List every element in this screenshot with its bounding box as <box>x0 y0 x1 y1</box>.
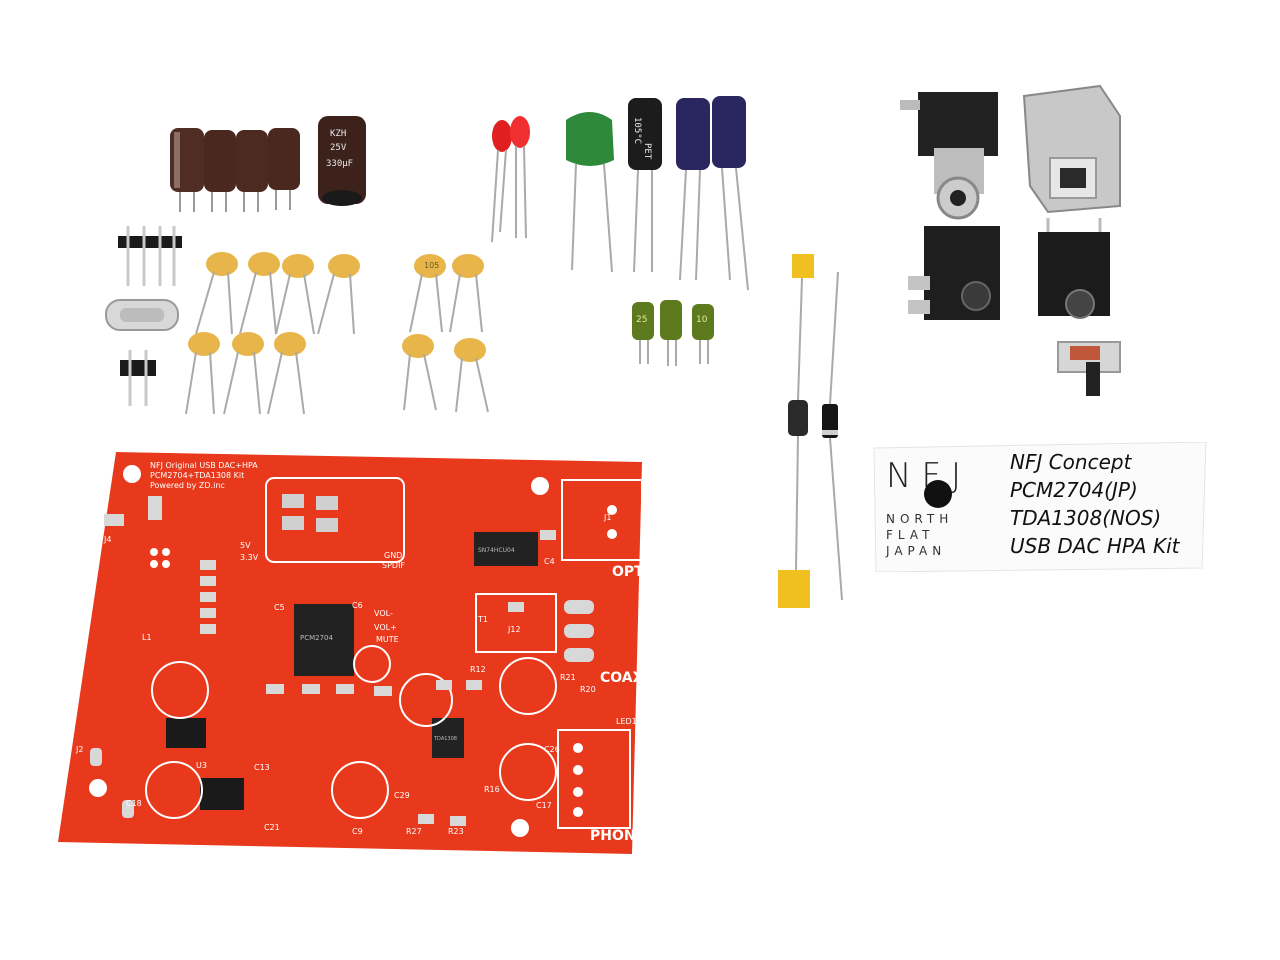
pin-headers <box>118 226 182 406</box>
pcb-label-c6: C6 <box>352 601 363 610</box>
logo-sub-japan: JAPAN <box>886 544 947 558</box>
coax-rca-jack <box>900 92 998 220</box>
pcm2704-chip: PCM2704 <box>294 604 354 676</box>
nfj-label-card: NFJ NORTH FLAT JAPAN NFJ Concept PCM2704… <box>872 442 1208 572</box>
audio-grade-capacitors: 105°C PET <box>628 96 749 291</box>
pcb-label-vol-minus: VOL- <box>374 609 393 618</box>
pcb-label-r20: R20 <box>580 685 596 694</box>
pcb-label-c29: C29 <box>394 791 410 800</box>
pcb-label-l1: L1 <box>142 633 152 642</box>
card-line-concept: NFJ Concept <box>1010 450 1132 474</box>
pcb-label-led1: LED1 <box>616 717 637 726</box>
brown-electrolytic-capacitors: KZH 25V 330μF <box>170 116 366 212</box>
pcb-label-c5: C5 <box>274 603 285 612</box>
logo-sub-north: NORTH <box>886 512 954 526</box>
green-film-capacitor <box>566 112 614 273</box>
pcb-label-j2: J2 <box>75 745 83 754</box>
pcb-label-c9: C9 <box>352 827 363 836</box>
cap-temp-text: 105°C <box>632 117 642 144</box>
pcb-label-mute: MUTE <box>376 635 399 644</box>
diode-and-ferrite-bead <box>778 254 843 608</box>
inverter-chip: SN74HCU04 <box>474 532 538 566</box>
cap-series-text: KZH <box>330 129 346 139</box>
pcb-label-vol-plus: VOL+ <box>374 623 397 632</box>
connectors <box>900 84 1121 396</box>
pcb-label-c21: C21 <box>264 823 280 832</box>
pcb-label-3v3: 3.3V <box>240 553 259 562</box>
pcb-label-c17: C17 <box>536 801 552 810</box>
inverter-ic-marking: SN74HCU04 <box>478 547 515 554</box>
pcb-label-r21: R21 <box>560 673 576 682</box>
pcb-label-t1: T1 <box>477 615 488 624</box>
pcb-label-coax: COAX <box>600 670 644 686</box>
pcb-label-r12: R12 <box>470 665 486 674</box>
phone-jack <box>1038 218 1110 319</box>
pcb-label-c18: C18 <box>126 799 142 808</box>
pcb-label-phone: PHONE <box>590 828 645 844</box>
cap-value-text: 330μF <box>326 159 353 169</box>
pcb-label-j12: J12 <box>507 625 521 634</box>
cap-marking-text: PET <box>642 143 652 160</box>
pcb-title-line2: PCM2704+TDA1308 Kit <box>150 471 244 480</box>
pcb-label-j1: J1 <box>603 513 611 522</box>
card-line-tda: TDA1308(NOS) <box>1010 506 1162 530</box>
main-ic-marking: PCM2704 <box>300 634 334 642</box>
logo-sub-flat: FLAT <box>886 528 935 542</box>
pcb-board: NFJ Original USB DAC+HPA PCM2704+TDA1308… <box>58 452 645 854</box>
pcb-title-line1: NFJ Original USB DAC+HPA <box>150 461 258 470</box>
tda1308-chip: TDA1308 <box>432 718 464 758</box>
red-leds <box>491 116 530 243</box>
pcb-label-opt: OPT <box>612 564 644 580</box>
pcb-label-r23: R23 <box>448 827 464 836</box>
tiny-cap-value: 25 <box>636 315 647 325</box>
card-line-kit: USB DAC HPA Kit <box>1010 534 1180 558</box>
ceramic-capacitors <box>185 252 489 415</box>
slide-switch <box>1057 341 1121 396</box>
label-card-background <box>873 442 1207 572</box>
pcb-label-r16: R16 <box>484 785 500 794</box>
ceramic-cap-marking: 105 <box>424 261 439 270</box>
pcb-label-gnd: GND <box>384 551 402 560</box>
dc-power-jack <box>908 226 1000 320</box>
tiny-cap-value2: 10 <box>696 315 708 325</box>
small-green-capacitors: 25 10 <box>632 300 714 366</box>
pcb-label-u3: U3 <box>196 761 207 770</box>
crystal-oscillator <box>105 299 179 331</box>
pcb-label-c4: C4 <box>544 557 555 566</box>
amp-ic-marking: TDA1308 <box>433 736 457 742</box>
pcb-label-c13: C13 <box>254 763 270 772</box>
pcb-label-j4: J4 <box>103 535 111 544</box>
large-330uf-capacitor: KZH 25V 330μF <box>318 116 366 206</box>
pcb-title-line3: Powered by ZD.inc <box>150 481 225 490</box>
pcb-label-c26: C26 <box>544 745 560 754</box>
pcb-label-spdif: SPDIF <box>382 561 405 570</box>
pcb-label-5v: 5V <box>240 541 251 550</box>
card-line-pcm: PCM2704(JP) <box>1010 478 1138 502</box>
usb-b-connector <box>1022 84 1121 214</box>
pcb-label-r27: R27 <box>406 827 422 836</box>
cap-rating-text: 25V <box>330 143 347 153</box>
logo-dot <box>924 480 952 508</box>
